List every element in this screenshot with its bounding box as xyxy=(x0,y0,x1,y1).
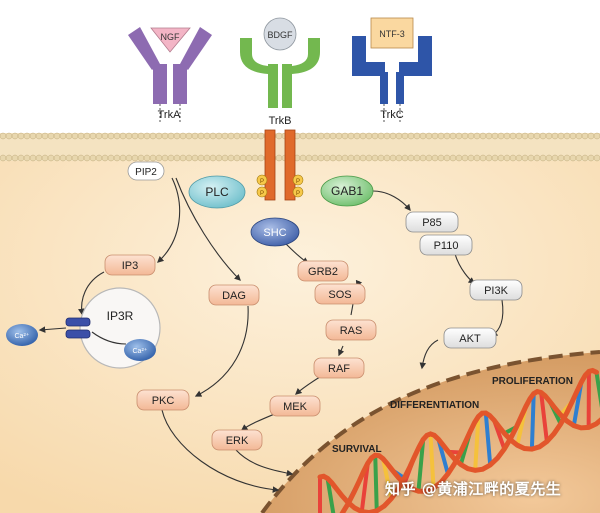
dna-helix xyxy=(317,367,600,513)
proliferation-label: PROLIFERATION xyxy=(492,376,573,387)
sos-node xyxy=(314,283,366,305)
pkc-label: PKC xyxy=(152,395,175,407)
dag-node xyxy=(208,284,260,306)
erk-node xyxy=(211,429,263,451)
trkb-stem-left xyxy=(264,129,276,201)
ca-influx-line xyxy=(91,331,127,345)
bdgf-ligand xyxy=(263,17,297,51)
phospho-4-label: P xyxy=(296,191,300,197)
phospho-3-label: P xyxy=(296,179,300,185)
pip2-node xyxy=(127,161,165,181)
trkc-receptor xyxy=(352,17,432,122)
raf-label: RAF xyxy=(328,363,350,375)
phospho-groups: P P P P xyxy=(256,174,304,198)
pkc-node xyxy=(136,389,190,411)
p85-label: P85 xyxy=(422,217,442,229)
watermark-text: 知乎 @黄浦江畔的夏先生 xyxy=(385,480,562,498)
ca-inner-ion xyxy=(124,339,156,361)
raf-node xyxy=(313,357,365,379)
mapk-pathway xyxy=(104,254,377,451)
erk-label: ERK xyxy=(226,435,249,447)
mek-node xyxy=(269,395,321,417)
ntf3-ligand xyxy=(370,17,414,49)
p110-node xyxy=(419,234,473,256)
trkb-label: TrkB xyxy=(269,115,292,127)
p110-label: P110 xyxy=(434,240,459,252)
phospho-2-label: P xyxy=(260,191,264,197)
mek-label: MEK xyxy=(283,401,308,413)
ip3-label: IP3 xyxy=(122,260,139,272)
phospho-1-label: P xyxy=(260,179,264,185)
plc-node xyxy=(188,175,246,209)
p85-node xyxy=(405,211,459,233)
bdgf-label: BDGF xyxy=(267,30,293,40)
shc-node xyxy=(250,217,300,247)
phospho-3 xyxy=(292,174,304,186)
akt-label: AKT xyxy=(459,333,481,345)
plc-label: PLC xyxy=(205,185,229,199)
ca-outer-label: Ca²⁺ xyxy=(15,332,30,340)
survival-label: SURVIVAL xyxy=(332,444,382,455)
ngf-ligand xyxy=(150,27,191,53)
pip2-label: PIP2 xyxy=(135,167,157,178)
phospho-4 xyxy=(292,186,304,198)
trkc-label: TrkC xyxy=(380,109,403,121)
shc-label: SHC xyxy=(263,227,286,239)
nuclear-envelope xyxy=(260,350,600,513)
grb2-label: GRB2 xyxy=(308,266,338,278)
ip3r-label: IP3R xyxy=(107,309,134,323)
cell-membrane xyxy=(0,132,600,162)
ras-label: RAS xyxy=(340,325,363,337)
ca-release-arrow xyxy=(38,326,67,333)
trka-receptor xyxy=(128,27,212,122)
pathway-arrows xyxy=(77,177,504,493)
ip3r-channel xyxy=(65,317,91,339)
ras-node xyxy=(325,319,377,341)
gab1-label: GAB1 xyxy=(331,184,363,198)
gab1-node xyxy=(320,175,374,207)
phospho-2 xyxy=(256,186,268,198)
ip3-node xyxy=(104,254,156,276)
pi3k-label: PI3K xyxy=(484,285,509,297)
trkb-receptor xyxy=(240,17,320,201)
dag-label: DAG xyxy=(222,290,246,302)
ca-inner-label: Ca²⁺ xyxy=(133,347,148,355)
differentiation-label: DIFFERENTIATION xyxy=(390,400,479,411)
sos-label: SOS xyxy=(328,289,351,301)
pi3k-node xyxy=(469,279,523,301)
ngf-label: NGF xyxy=(161,32,181,42)
phospho-1 xyxy=(256,174,268,186)
trka-label: TrkA xyxy=(158,109,181,121)
ca-outer-ion xyxy=(6,324,38,346)
pi3k-pathway xyxy=(405,211,523,349)
akt-node xyxy=(443,327,497,349)
trkb-stem-right xyxy=(284,129,296,201)
grb2-node xyxy=(297,260,349,282)
ntf3-label: NTF-3 xyxy=(379,29,405,39)
